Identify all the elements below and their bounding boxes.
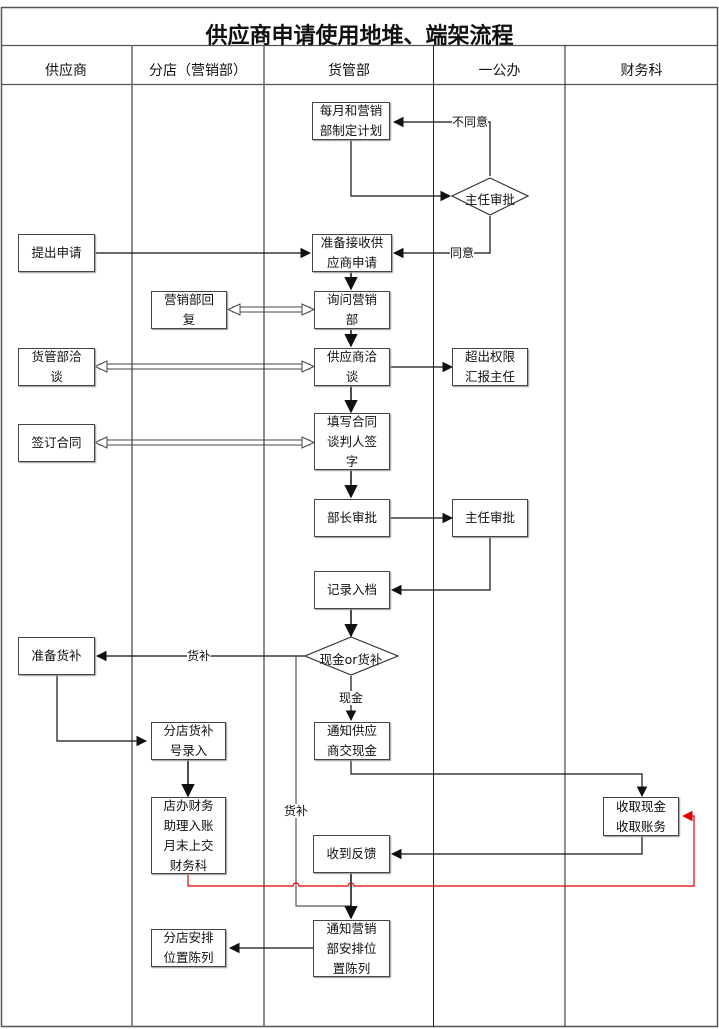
- edge-label-goods: 货补: [187, 649, 212, 663]
- node-prepare-goods: 准备货补: [18, 637, 95, 675]
- node-record: 记录入档: [314, 571, 390, 609]
- node-submit: 提出申请: [18, 234, 95, 272]
- edge-label-disagree: 不同意: [452, 115, 489, 129]
- edge-goods-entry: [56, 675, 148, 747]
- edge-plan-to-decision: [350, 140, 452, 202]
- edge-double-negotiate: [99, 363, 310, 370]
- node-marketing-reply: 营销部回 复: [151, 291, 227, 329]
- edge-to-feedback: [390, 836, 643, 860]
- lane-header-goods-dept: 货管部: [328, 63, 370, 79]
- node-supplier-negotiate: 供应商洽 谈: [314, 348, 390, 386]
- edge-double-contract: [99, 439, 310, 446]
- node-fill-contract: 填写合同 谈判人签 字: [314, 413, 390, 470]
- edge-agree: [392, 216, 491, 259]
- node-minister-approve: 部长审批: [314, 499, 390, 537]
- lane-header-supplier: 供应商: [45, 63, 87, 79]
- edge-goods-down: [295, 656, 351, 907]
- node-plan: 每月和营销 部制定计划: [312, 102, 390, 140]
- edge-double-marketing: [232, 306, 310, 313]
- edge-disagree: [392, 116, 491, 176]
- node-notify-cash: 通知供应 商交现金: [314, 722, 390, 760]
- edge-director-to-record: [390, 537, 491, 596]
- node-supplier-negotiate-left: 货管部洽 谈: [18, 348, 95, 386]
- lane-header-office: 一公办: [478, 63, 521, 79]
- edge-label-goods2: 货补: [284, 804, 309, 818]
- node-cash-or-goods: 现金or货补: [319, 652, 383, 667]
- edge-label-cash: 现金: [339, 691, 364, 705]
- node-director-decision: 主任审批: [464, 192, 515, 207]
- lane-header-finance: 财务科: [620, 63, 663, 79]
- node-notify-marketing: 通知营销 部安排位 置陈列: [313, 920, 390, 977]
- outer-border: [0, 6, 719, 1028]
- edge-to-collect: [350, 759, 648, 798]
- edge-red-finance: [187, 810, 695, 887]
- node-director-approve: 主任审批: [452, 499, 528, 537]
- node-ask-marketing: 询问营销 部: [314, 291, 390, 329]
- node-collect-cash: 收取现金 收取账务: [603, 797, 679, 836]
- node-over-limit: 超出权限 汇报主任: [452, 348, 528, 386]
- lane-header-branch: 分店（营销部）: [149, 63, 247, 79]
- node-branch-entry: 分店货补 号录入: [151, 722, 226, 760]
- node-feedback: 收到反馈: [313, 835, 390, 873]
- double-arrow-heads: [226, 303, 316, 316]
- edge-label-agree: 同意: [450, 246, 475, 260]
- node-prepare-receive: 准备接收供 应商申请: [312, 234, 392, 272]
- node-finance-entry: 店办财务 助理入账 月末上交 财务科: [151, 797, 226, 874]
- page-title: 供应商申请使用地堆、端架流程: [205, 24, 514, 49]
- decision-diamond: [303, 636, 400, 676]
- node-branch-arrange: 分店安排 位置陈列: [151, 929, 226, 967]
- node-sign-contract: 签订合同: [18, 424, 95, 462]
- decision-diamond: [450, 177, 530, 216]
